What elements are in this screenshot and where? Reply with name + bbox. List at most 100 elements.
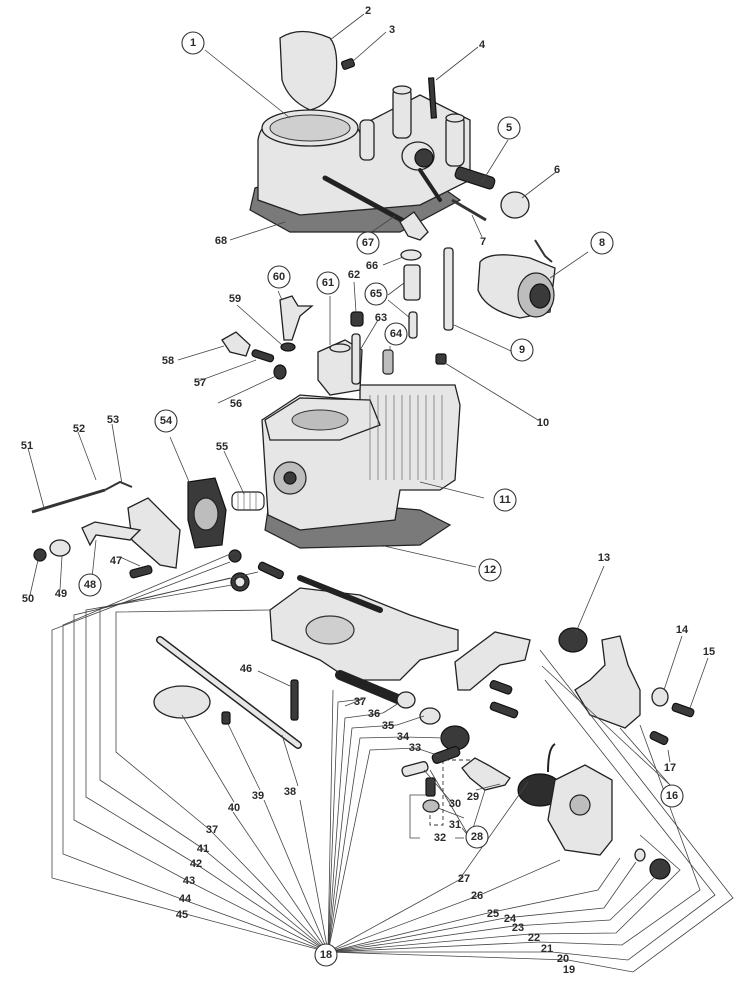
label-32[interactable]: 32 (434, 832, 446, 844)
part-rod-51 (31, 488, 106, 514)
label-8[interactable]: 8 (590, 231, 614, 255)
part-screw-58 (221, 331, 251, 357)
part-screw-17 (649, 730, 669, 746)
part-screw-4 (427, 77, 438, 119)
part-screw-30 (401, 761, 429, 777)
label-37-lower[interactable]: 37 (206, 824, 218, 836)
label-15[interactable]: 15 (703, 646, 715, 658)
label-36[interactable]: 36 (368, 708, 380, 720)
part-jet-5 (454, 166, 496, 190)
label-56[interactable]: 56 (230, 398, 242, 410)
label-34[interactable]: 34 (397, 731, 410, 743)
label-58[interactable]: 58 (162, 355, 174, 367)
label-62[interactable]: 62 (348, 269, 360, 281)
label-text: 48 (84, 579, 96, 591)
label-54[interactable]: 54 (154, 409, 178, 433)
part-top-cover (249, 85, 471, 241)
label-41[interactable]: 41 (197, 843, 209, 855)
label-20[interactable]: 20 (557, 953, 569, 965)
label-35[interactable]: 35 (382, 720, 394, 732)
label-18-hub[interactable]: 18 (314, 943, 338, 967)
label-51[interactable]: 51 (21, 440, 33, 452)
label-text: 18 (320, 949, 332, 961)
label-text: 12 (484, 564, 496, 576)
label-59[interactable]: 59 (229, 293, 241, 305)
label-text: 8 (599, 237, 605, 249)
label-12[interactable]: 12 (478, 558, 502, 582)
label-67[interactable]: 67 (356, 231, 380, 255)
label-44[interactable]: 44 (179, 893, 192, 905)
label-46[interactable]: 46 (240, 663, 252, 675)
label-16[interactable]: 16 (660, 784, 684, 808)
part-bracket-left (454, 631, 531, 691)
label-31[interactable]: 31 (449, 819, 461, 831)
part-screw-bracket-2 (489, 701, 519, 719)
label-33[interactable]: 33 (409, 742, 421, 754)
label-17[interactable]: 17 (664, 762, 676, 774)
label-57[interactable]: 57 (194, 377, 206, 389)
part-washer-14 (651, 687, 669, 707)
label-39[interactable]: 39 (252, 790, 264, 802)
label-30[interactable]: 30 (449, 798, 461, 810)
label-2[interactable]: 2 (365, 5, 371, 17)
label-64[interactable]: 64 (384, 322, 408, 346)
label-38[interactable]: 38 (284, 786, 296, 798)
label-55[interactable]: 55 (216, 441, 228, 453)
label-3[interactable]: 3 (389, 24, 395, 36)
label-22[interactable]: 22 (528, 932, 540, 944)
label-63[interactable]: 63 (375, 312, 387, 324)
label-60[interactable]: 60 (267, 265, 291, 289)
label-4[interactable]: 4 (479, 39, 486, 51)
part-nut-31 (422, 799, 440, 813)
label-text: 54 (160, 415, 173, 427)
label-61[interactable]: 61 (316, 271, 340, 295)
label-40[interactable]: 40 (228, 802, 240, 814)
label-6[interactable]: 6 (554, 164, 560, 176)
label-43[interactable]: 43 (183, 875, 195, 887)
label-26[interactable]: 26 (471, 890, 483, 902)
label-45[interactable]: 45 (176, 909, 188, 921)
label-27[interactable]: 27 (458, 873, 470, 885)
part-assembly-dashline (429, 759, 470, 826)
part-screw-bracket-1 (489, 680, 513, 695)
label-7[interactable]: 7 (480, 236, 486, 248)
label-text: 64 (390, 328, 403, 340)
label-1[interactable]: 1 (181, 31, 205, 55)
label-52[interactable]: 52 (73, 423, 85, 435)
label-text: 60 (273, 271, 285, 283)
part-screw-46 (290, 679, 299, 721)
label-29[interactable]: 29 (467, 791, 479, 803)
label-66[interactable]: 66 (366, 260, 378, 272)
part-needle-57 (251, 349, 275, 363)
label-42[interactable]: 42 (190, 858, 202, 870)
label-19[interactable]: 19 (563, 964, 575, 976)
part-washer-56 (273, 364, 287, 380)
label-49[interactable]: 49 (55, 588, 67, 600)
label-48[interactable]: 48 (78, 573, 102, 597)
part-spring-13 (558, 627, 588, 653)
label-9[interactable]: 9 (510, 338, 534, 362)
label-10[interactable]: 10 (537, 417, 549, 429)
label-21[interactable]: 21 (541, 943, 553, 955)
part-filter-housing (477, 239, 556, 319)
label-28[interactable]: 28 (465, 825, 489, 849)
label-25[interactable]: 25 (487, 908, 499, 920)
label-50[interactable]: 50 (22, 593, 34, 605)
label-53[interactable]: 53 (107, 414, 119, 426)
part-emulsion-block-61 (317, 339, 363, 396)
label-65[interactable]: 65 (364, 282, 388, 306)
part-pump-cover (127, 497, 181, 569)
part-screw-10 (435, 353, 447, 365)
label-47[interactable]: 47 (110, 555, 122, 567)
label-23[interactable]: 23 (512, 922, 524, 934)
label-68[interactable]: 68 (215, 235, 227, 247)
label-13[interactable]: 13 (598, 552, 610, 564)
label-5[interactable]: 5 (497, 116, 521, 140)
parts-layer (31, 30, 695, 880)
label-24[interactable]: 24 (504, 913, 517, 925)
label-14[interactable]: 14 (676, 624, 689, 636)
label-11[interactable]: 11 (493, 488, 517, 512)
label-text: 9 (519, 344, 525, 356)
label-37-upper[interactable]: 37 (354, 696, 366, 708)
